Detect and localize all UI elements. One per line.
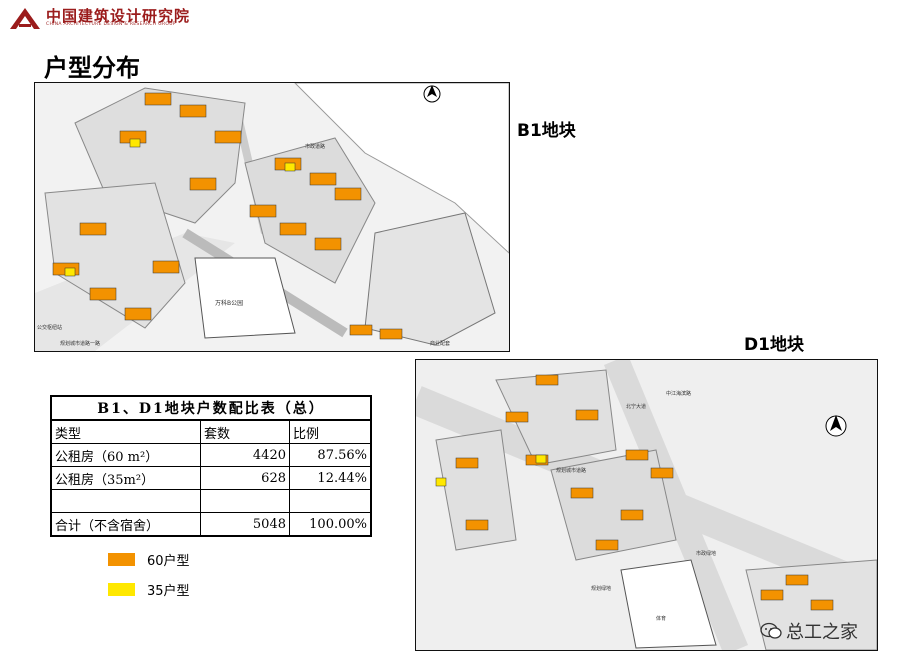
table-row: 公租房（35m²） 628 12.44%	[50, 466, 372, 490]
header-type: 类型	[50, 419, 201, 444]
table-total-row: 合计（不含宿舍） 5048 100.00%	[50, 512, 372, 537]
b1-right-label: 商业配套	[430, 340, 450, 347]
d1-lot-b-label: 规划绿地	[591, 585, 611, 592]
table-title: B1、D1地块户数配比表（总）	[50, 395, 372, 421]
row-ratio: 87.56%	[289, 443, 372, 467]
north-arrow-icon	[825, 415, 847, 437]
row-type: 公租房（35m²）	[50, 466, 201, 490]
row-type: 合计（不含宿舍）	[50, 512, 201, 537]
watermark: 总工之家	[760, 618, 858, 644]
legend-label-60: 60户型	[147, 554, 190, 569]
table-header-row: 类型 套数 比例	[50, 419, 372, 444]
legend-item-35: 35户型	[108, 580, 190, 599]
d1-block-label: D1地块	[744, 335, 804, 355]
north-arrow-icon	[423, 85, 441, 103]
row-count: 4420	[200, 443, 290, 467]
b1-lot-label: 万科B公园	[215, 299, 243, 307]
wechat-icon	[760, 622, 782, 639]
b1-bottom-left-label: 公交枢纽站	[37, 324, 62, 331]
unit-ratio-table: B1、D1地块户数配比表（总） 类型 套数 比例 公租房（60 m²） 4420…	[50, 395, 372, 537]
row-ratio: 100.00%	[289, 512, 372, 537]
d1-site-plan: 北宁大道 规划城市道路 中江海滨路 市政绿地 规划绿地 体育	[415, 359, 878, 651]
b1-road-top-label: 市政道路	[305, 143, 325, 150]
row-ratio: 12.44%	[289, 466, 372, 490]
cadg-logo-icon	[10, 8, 40, 29]
row-type	[50, 489, 201, 513]
watermark-text: 总工之家	[786, 622, 858, 643]
b1-bottom-road-label: 规划城市道路一路	[60, 340, 100, 347]
d1-lot-c-label: 体育	[656, 615, 666, 622]
d1-lot-a-label: 市政绿地	[696, 550, 716, 557]
row-type: 公租房（60 m²）	[50, 443, 201, 467]
header-count: 套数	[200, 419, 290, 444]
b1-site-plan: 万科B公园 公交枢纽站 规划城市道路一路 市政道路 商业配套	[34, 82, 510, 352]
d1-road-a-label: 北宁大道	[626, 403, 646, 410]
legend-swatch-60	[108, 553, 135, 566]
b1-block-label: B1地块	[517, 121, 576, 141]
row-count: 628	[200, 466, 290, 490]
header-ratio: 比例	[289, 419, 372, 444]
table-row: 公租房（60 m²） 4420 87.56%	[50, 443, 372, 467]
row-count: 5048	[200, 512, 290, 537]
legend-item-60: 60户型	[108, 550, 190, 569]
logo-name-cn: 中国建筑设计研究院	[46, 7, 191, 25]
legend-label-35: 35户型	[147, 584, 190, 599]
table-row	[50, 489, 372, 513]
row-count	[200, 489, 290, 513]
legend-swatch-35	[108, 583, 135, 596]
row-ratio	[289, 489, 372, 513]
logo-name-en: CHINA ARCHITECTURE DESIGN & RESEARCH GRO…	[46, 22, 176, 27]
page-title: 户型分布	[44, 54, 140, 82]
d1-road-b-label: 规划城市道路	[556, 467, 586, 474]
d1-road-c-label: 中江海滨路	[666, 390, 691, 397]
